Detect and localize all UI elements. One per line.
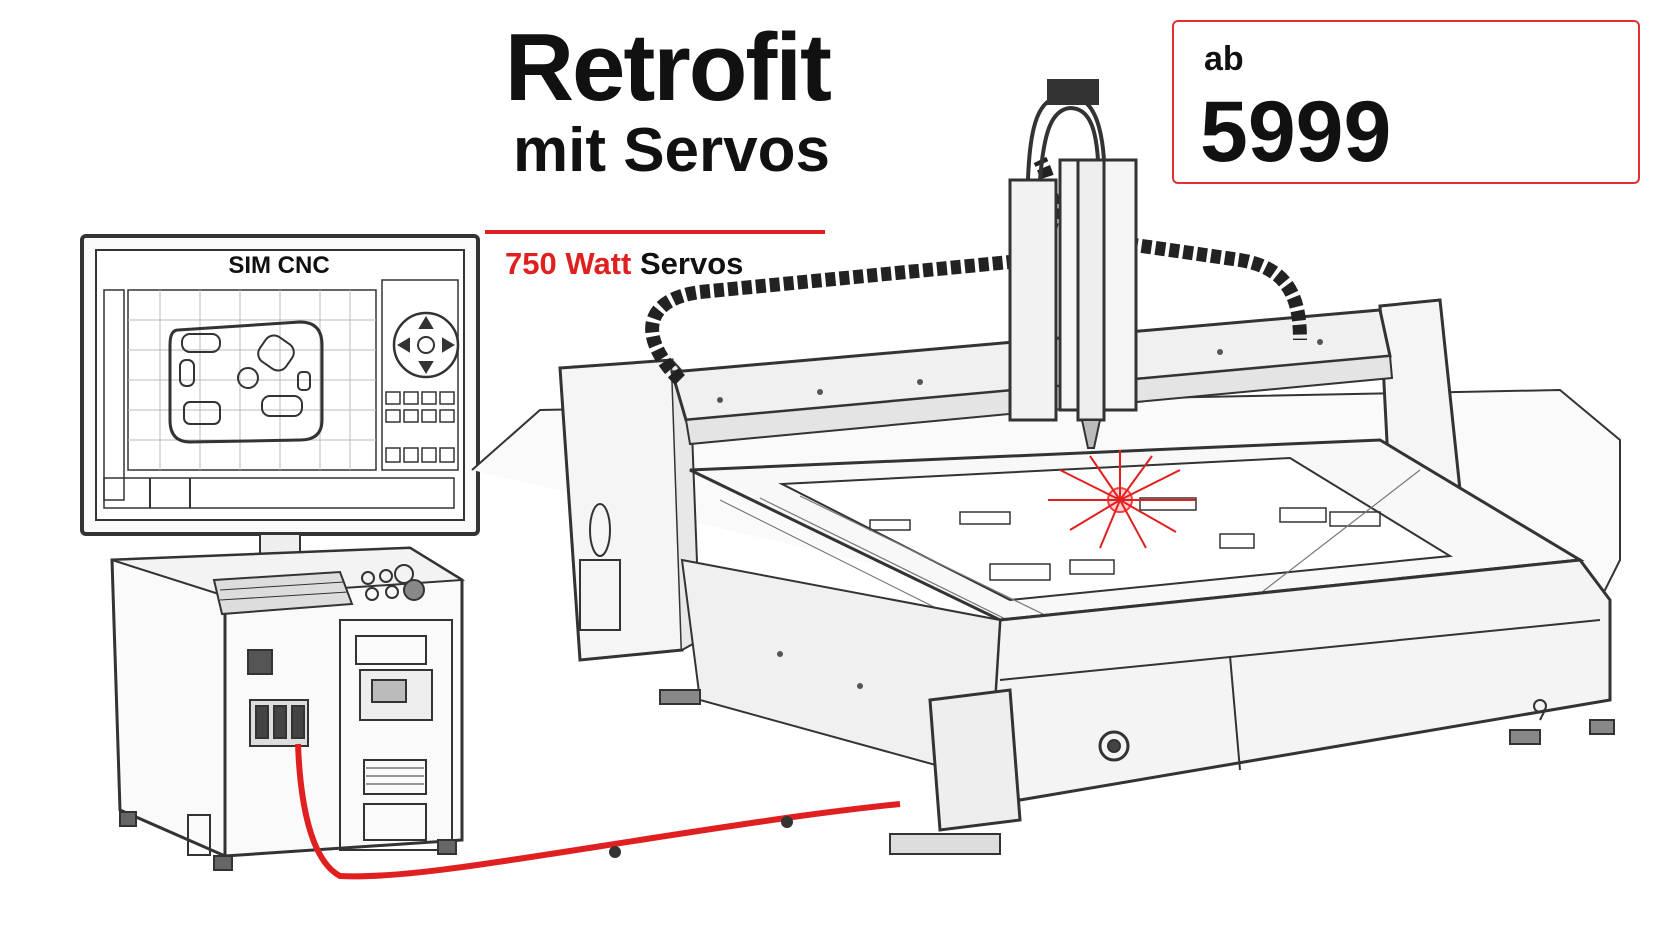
price-box: ab 5999 [1172, 20, 1640, 184]
headline-divider [485, 230, 825, 234]
price-prefix: ab [1204, 40, 1244, 78]
cnc-table [471, 79, 1621, 855]
cutting-sparks [1048, 450, 1196, 549]
headline-title: Retrofit [504, 14, 832, 121]
tagline-rest: Servos [639, 246, 744, 281]
tagline: 750 Watt Servos [505, 246, 743, 282]
headline-subtitle: mit Servos [512, 116, 830, 185]
monitor-screen-title: SIM CNC [228, 252, 330, 279]
monitor [80, 234, 480, 579]
cable [295, 743, 901, 880]
headline: Retrofit mit Servos [360, 14, 832, 185]
tagline-highlight: 750 Watt [505, 246, 632, 281]
price-value: 5999 [1200, 84, 1392, 180]
control-cabinet [110, 546, 466, 871]
